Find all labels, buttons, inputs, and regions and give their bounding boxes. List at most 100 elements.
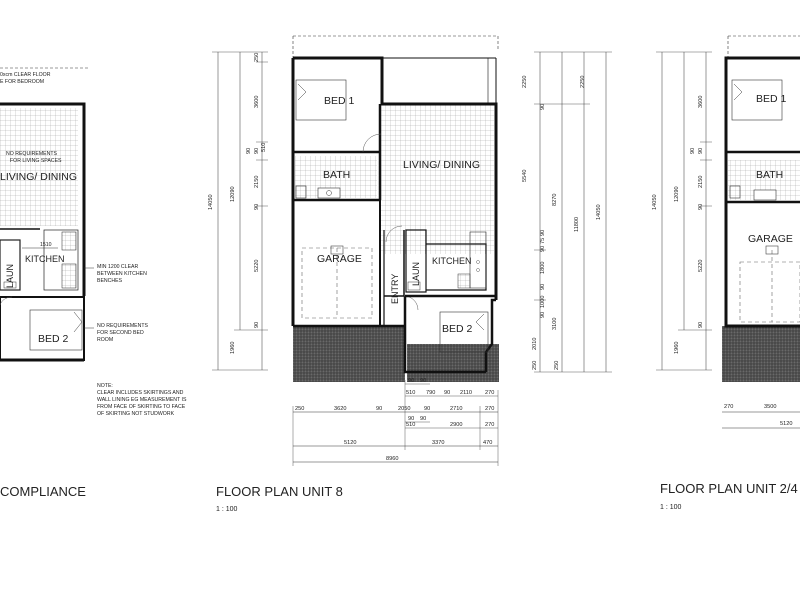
left-living-floor-grid xyxy=(0,108,78,226)
left-plan: 0xcm CLEAR FLOOR E FOR BEDROOM NO REQUIR… xyxy=(0,67,187,499)
center-title: FLOOR PLAN UNIT 8 xyxy=(216,484,343,499)
center-dim-b-row3-3620: 3620 xyxy=(334,406,346,412)
left-room-laun: LAUN xyxy=(5,264,15,288)
center-dim-510: 510 xyxy=(261,143,267,152)
left-room-living: LIVING/ DINING xyxy=(0,171,77,183)
center-dim-b-row4-90a: 90 xyxy=(408,416,414,422)
left-note-4: FROM FACE OF SKIRTING TO FACE xyxy=(97,404,186,410)
right-dim-bottom-5120: 5120 xyxy=(780,421,792,427)
center-dim-b-row5-510: 510 xyxy=(406,422,415,428)
right-title: FLOOR PLAN UNIT 2/4 xyxy=(660,481,798,496)
center-dim-r-2010: 2010 xyxy=(532,338,538,350)
center-dim-b-row3-270: 270 xyxy=(485,406,494,412)
left-note-no-req-living-1: NO REQUIREMENTS xyxy=(6,151,58,157)
center-dim-b-row3-2710: 2710 xyxy=(450,406,462,412)
left-note-2: CLEAR INCLUDES SKIRTINGS AND xyxy=(97,390,184,396)
center-dim-r-11800: 11800 xyxy=(574,217,580,232)
left-note-no-req-bed-2: FOR SECOND BED xyxy=(97,330,144,336)
right-dim-90b: 90 xyxy=(698,148,704,154)
left-note-3: WALL LINING EG MEASUREMENT IS xyxy=(97,397,187,403)
right-dims: 14050 12090 1960 3600 90 90 2150 90 5220… xyxy=(652,51,800,429)
center-dim-b-row2-2110: 2110 xyxy=(460,390,472,396)
center-dim-r-250a: 250 xyxy=(532,361,538,370)
right-room-garage: GARAGE xyxy=(748,233,793,245)
right-scale: 1 : 100 xyxy=(660,504,682,511)
center-dim-90b: 90 xyxy=(254,148,260,154)
right-room-bath: BATH xyxy=(756,169,783,181)
center-dims-left: 14050 12090 1960 250 3600 90 90 510 2150… xyxy=(208,51,268,371)
center-room-kitchen: KITCHEN xyxy=(432,256,472,266)
left-note-5: OF SKIRTING NOT STUDWORK xyxy=(97,411,175,417)
left-note-no-req-bed-1: NO REQUIREMENTS xyxy=(97,323,149,329)
center-courtyard-right xyxy=(407,344,499,382)
center-dim-90a: 90 xyxy=(246,148,252,154)
center-dim-r-1800: 1800 xyxy=(540,262,546,274)
right-dim-bottom: 1960 xyxy=(674,342,680,354)
left-note-clear-floor-1: 0xcm CLEAR FLOOR xyxy=(0,72,51,78)
center-dim-outer-total: 14050 xyxy=(208,194,214,210)
center-room-entry: ENTRY xyxy=(390,274,400,304)
center-plan: BED 1 BATH LIVING/ DINING GARAGE ENTRY L… xyxy=(291,35,499,382)
center-dim-250: 250 xyxy=(254,53,260,62)
center-dim-r-8270: 8270 xyxy=(552,194,558,206)
center-dim-3600: 3600 xyxy=(254,96,260,108)
right-courtyard xyxy=(722,326,800,382)
center-room-bed1: BED 1 xyxy=(324,95,355,107)
center-dim-r-1000: 1000 xyxy=(540,296,546,308)
center-room-bath: BATH xyxy=(323,169,350,181)
center-scale: 1 : 100 xyxy=(216,506,238,513)
center-dims-bottom: 90 90 510 790 90 2110 270 250 3620 90 20… xyxy=(292,378,499,466)
left-dim-1510: 1510 xyxy=(40,242,52,248)
left-note-min-clear-2: BETWEEN KITCHEN xyxy=(97,271,147,277)
center-dim-inner-total: 12090 xyxy=(230,186,236,202)
center-living-floor-grid xyxy=(380,104,494,254)
right-dim-2150: 2150 xyxy=(698,176,704,188)
center-dim-r-2250b: 2250 xyxy=(580,76,586,88)
center-dim-b-row2-790: 790 xyxy=(426,390,435,396)
right-dim-5220: 5220 xyxy=(698,260,704,272)
right-dim-90d: 90 xyxy=(698,322,704,328)
center-dim-r-90b: 90 xyxy=(540,230,546,236)
center-dim-r-90e: 90 xyxy=(540,312,546,318)
center-dim-b-row6-5120: 5120 xyxy=(344,440,356,446)
center-dim-r-2250a: 2250 xyxy=(522,76,528,88)
left-note-min-clear-3: BENCHES xyxy=(97,278,123,284)
left-title: COMPLIANCE xyxy=(0,484,86,499)
center-dim-b-row5-270: 270 xyxy=(485,422,494,428)
right-dim-90: 90 xyxy=(690,148,696,154)
right-dim-90c: 90 xyxy=(698,204,704,210)
center-room-garage: GARAGE xyxy=(317,253,362,265)
center-dim-b-row1-90b: 90 xyxy=(420,378,426,384)
center-dim-b-row6-3370: 3370 xyxy=(432,440,444,446)
center-dim-b-row7-8960: 8960 xyxy=(386,456,398,462)
center-dim-90c: 90 xyxy=(254,204,260,210)
center-dim-r-14050: 14050 xyxy=(596,204,602,220)
center-room-living: LIVING/ DINING xyxy=(403,159,480,171)
center-dim-b-row1-90a: 90 xyxy=(408,378,414,384)
left-note-clear-floor-2: E FOR BEDROOM xyxy=(0,79,44,85)
center-dim-b-row2-270: 270 xyxy=(485,390,494,396)
center-dim-b-row3-90: 90 xyxy=(376,406,382,412)
center-dim-5220: 5220 xyxy=(254,260,260,272)
left-note-no-req-living-2: FOR LIVING SPACES xyxy=(10,158,62,164)
center-dim-b-row6-470: 470 xyxy=(483,440,492,446)
center-dim-b-row3-90b: 90 xyxy=(424,406,430,412)
center-dim-r-5540: 5540 xyxy=(522,170,528,182)
right-dim-bottom-3500: 3500 xyxy=(764,404,776,410)
center-dim-bottom: 1960 xyxy=(230,342,236,354)
right-room-bed1: BED 1 xyxy=(756,93,787,105)
center-dim-r-90d: 90 xyxy=(540,284,546,290)
center-dim-2150: 2150 xyxy=(254,176,260,188)
left-note-min-clear-1: MIN 1200 CLEAR xyxy=(97,264,138,270)
center-dim-r-90a: 90 xyxy=(540,104,546,110)
left-room-kitchen: KITCHEN xyxy=(25,254,65,264)
center-room-laun: LAUN xyxy=(411,262,421,286)
center-dim-r-250b: 250 xyxy=(554,361,560,370)
center-dim-b-row3-2050: 2050 xyxy=(398,406,410,412)
right-dim-inner-total: 12090 xyxy=(674,186,680,202)
left-room-bed2: BED 2 xyxy=(38,333,69,345)
center-dim-90d: 90 xyxy=(254,322,260,328)
center-room-bed2: BED 2 xyxy=(442,323,473,335)
center-dim-b-row5-2900: 2900 xyxy=(450,422,462,428)
